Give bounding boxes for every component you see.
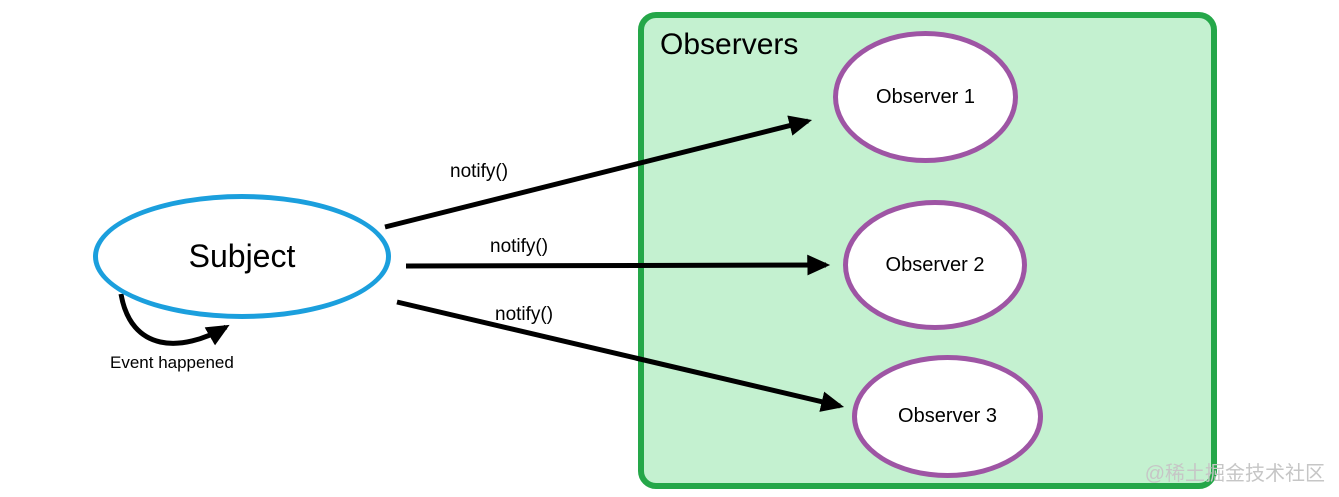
observer-1-node: Observer 1 [833, 31, 1018, 163]
event-happened-label: Event happened [110, 353, 234, 372]
watermark-text: @稀土掘金技术社区 [1144, 463, 1325, 485]
observer-2-label: Observer 2 [885, 253, 985, 276]
subject-node: Subject [93, 194, 391, 319]
notify-label-3: notify() [495, 304, 554, 325]
notify-label-2: notify() [490, 236, 549, 257]
observer-2-node: Observer 2 [843, 200, 1027, 330]
notify-label-1: notify() [450, 161, 509, 182]
observer-1-label: Observer 1 [876, 85, 975, 108]
observers-box-title: Observers [660, 28, 799, 61]
subject-label: Subject [188, 238, 296, 274]
observer-3-label: Observer 3 [898, 405, 997, 427]
observer-3-node: Observer 3 [852, 355, 1043, 478]
